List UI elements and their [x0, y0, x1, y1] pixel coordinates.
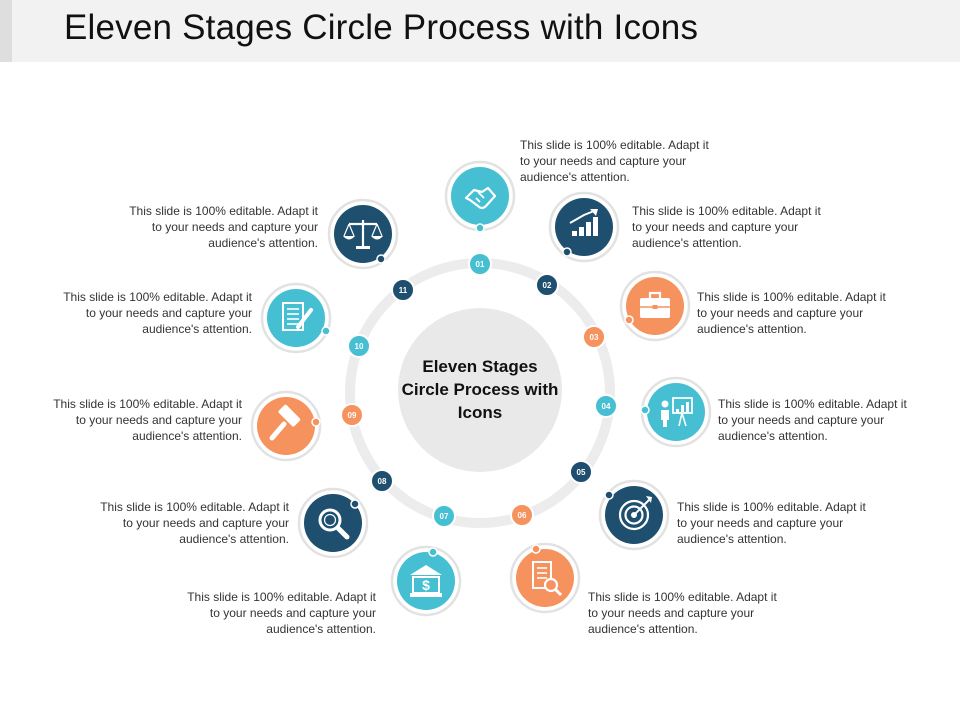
- stage-04: 04: [594, 376, 712, 448]
- briefcase-icon: [640, 291, 670, 318]
- stage-number: 06: [518, 511, 527, 520]
- stage-anchor-dot: [604, 490, 614, 500]
- stage-number: 08: [378, 477, 387, 486]
- stage-09: 09: [250, 390, 364, 462]
- stage-01-description: This slide is 100% editable. Adapt it to…: [520, 138, 709, 184]
- stage-06: 06: [509, 503, 581, 614]
- stage-11-description: This slide is 100% editable. Adapt it to…: [129, 204, 318, 250]
- stage-05-description: This slide is 100% editable. Adapt it to…: [677, 500, 866, 546]
- gavel-icon: [269, 404, 301, 441]
- stage-number: 11: [399, 286, 408, 295]
- stage-anchor-dot: [624, 315, 634, 325]
- stage-number-badge: [370, 469, 394, 493]
- stage-anchor-dot: [640, 405, 650, 415]
- stage-number-badge: [391, 278, 415, 302]
- stage-07-description: This slide is 100% editable. Adapt it to…: [187, 590, 376, 636]
- scales-icon: [343, 220, 383, 249]
- stage-10: 10: [260, 282, 371, 358]
- stage-05: 05: [569, 460, 670, 551]
- stage-number-badge: [582, 325, 606, 349]
- stage-06-description: This slide is 100% editable. Adapt it to…: [588, 590, 777, 636]
- stage-01: 01: [444, 160, 516, 276]
- stage-number-badge: [569, 460, 593, 484]
- title-bar: [0, 0, 960, 62]
- title-accent: [0, 0, 12, 62]
- stage-08-description: This slide is 100% editable. Adapt it to…: [100, 500, 289, 546]
- stage-number-badge: [535, 273, 559, 297]
- stage-11: 11: [327, 198, 415, 302]
- handshake-icon: [464, 186, 497, 210]
- stage-icon-disc: [257, 397, 315, 455]
- slide-title: Eleven Stages Circle Process with Icons: [64, 8, 699, 47]
- magnifier-icon: [318, 508, 350, 540]
- stage-number: 05: [577, 468, 586, 477]
- stage-08: 08: [297, 469, 394, 559]
- target-icon: [618, 496, 652, 531]
- bank-icon: $: [410, 565, 442, 597]
- stage-icon-disc: [451, 167, 509, 225]
- center-disc: [398, 308, 562, 472]
- stage-number-badge: [432, 504, 456, 528]
- stage-number: 04: [602, 402, 611, 411]
- svg-text:$: $: [422, 577, 430, 593]
- stage-number-badge: [468, 252, 492, 276]
- stage-04-description: This slide is 100% editable. Adapt it to…: [718, 397, 907, 443]
- stage-anchor-dot: [311, 417, 321, 427]
- stage-02: 02: [535, 191, 620, 297]
- document-search-icon: [532, 561, 563, 597]
- stage-number: 02: [543, 281, 552, 290]
- stage-anchor-dot: [376, 254, 386, 264]
- stage-anchor-dot: [321, 326, 331, 336]
- stage-03: 03: [582, 270, 691, 349]
- stage-number: 09: [348, 411, 357, 420]
- stage-anchor-dot: [428, 547, 438, 557]
- stage-number: 01: [476, 260, 485, 269]
- center-label: Eleven Stages Circle Process with Icons: [401, 357, 559, 422]
- stage-number-badge: [510, 503, 534, 527]
- stage-number: 07: [440, 512, 449, 521]
- stage-02-description: This slide is 100% editable. Adapt it to…: [632, 204, 821, 250]
- growth-chart-icon: [569, 209, 598, 236]
- stage-anchor-dot: [475, 223, 485, 233]
- stage-number-badge: [594, 394, 618, 418]
- stage-icon-disc: [267, 289, 325, 347]
- stage-number-badge: [340, 403, 364, 427]
- stage-anchor-dot: [562, 247, 572, 257]
- stage-anchor-dot: [531, 544, 541, 554]
- stage-number-badge: [347, 334, 371, 358]
- stage-07: $07: [390, 504, 462, 617]
- stage-10-description: This slide is 100% editable. Adapt it to…: [63, 290, 252, 336]
- stage-anchor-dot: [350, 499, 360, 509]
- stage-09-description: This slide is 100% editable. Adapt it to…: [53, 397, 242, 443]
- stage-number: 10: [355, 342, 364, 351]
- presentation-icon: [661, 397, 693, 427]
- stage-number: 03: [590, 333, 599, 342]
- contract-sign-icon: [282, 302, 313, 331]
- stage-03-description: This slide is 100% editable. Adapt it to…: [697, 290, 886, 336]
